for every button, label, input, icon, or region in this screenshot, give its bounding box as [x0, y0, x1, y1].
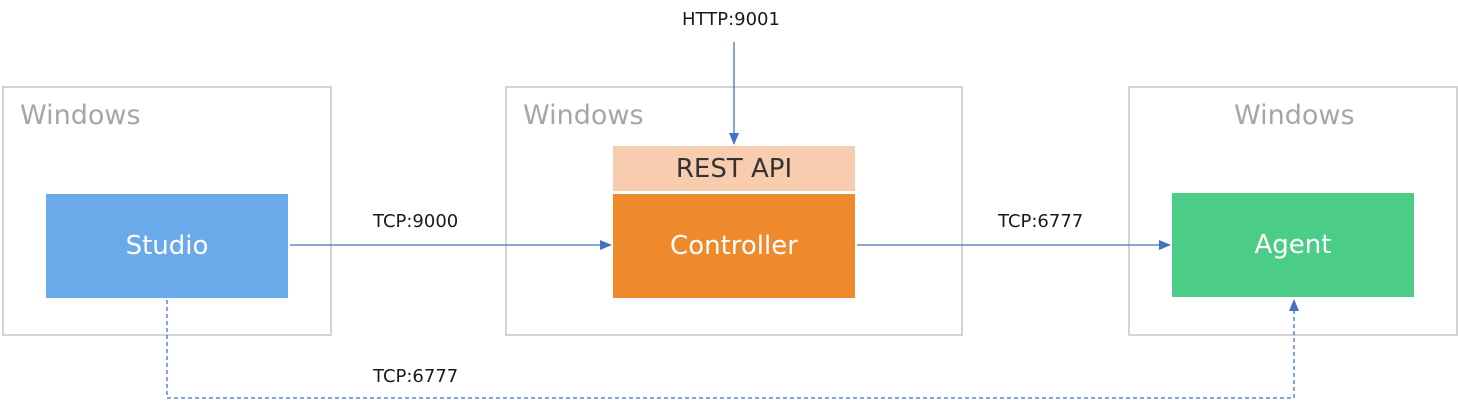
studio-node: Studio — [46, 194, 288, 298]
controller-node: Controller — [613, 194, 855, 298]
studio-agent-port-label: TCP:6777 — [373, 366, 459, 387]
studio-label: Studio — [125, 231, 209, 261]
controller-label: Controller — [670, 231, 798, 261]
rest-api-label: REST API — [675, 153, 793, 184]
host-label-middle: Windows — [523, 100, 644, 131]
host-label-left: Windows — [20, 100, 141, 131]
studio-to-agent-dashed-arrow — [166, 299, 1299, 399]
agent-node: Agent — [1172, 193, 1414, 297]
rest-api-node: REST API — [613, 146, 855, 191]
studio-controller-port-label: TCP:9000 — [373, 211, 459, 232]
agent-label: Agent — [1254, 230, 1332, 260]
controller-agent-port-label: TCP:6777 — [998, 211, 1084, 232]
http-port-label: HTTP:9001 — [682, 9, 780, 30]
host-label-right: Windows — [1234, 100, 1355, 131]
